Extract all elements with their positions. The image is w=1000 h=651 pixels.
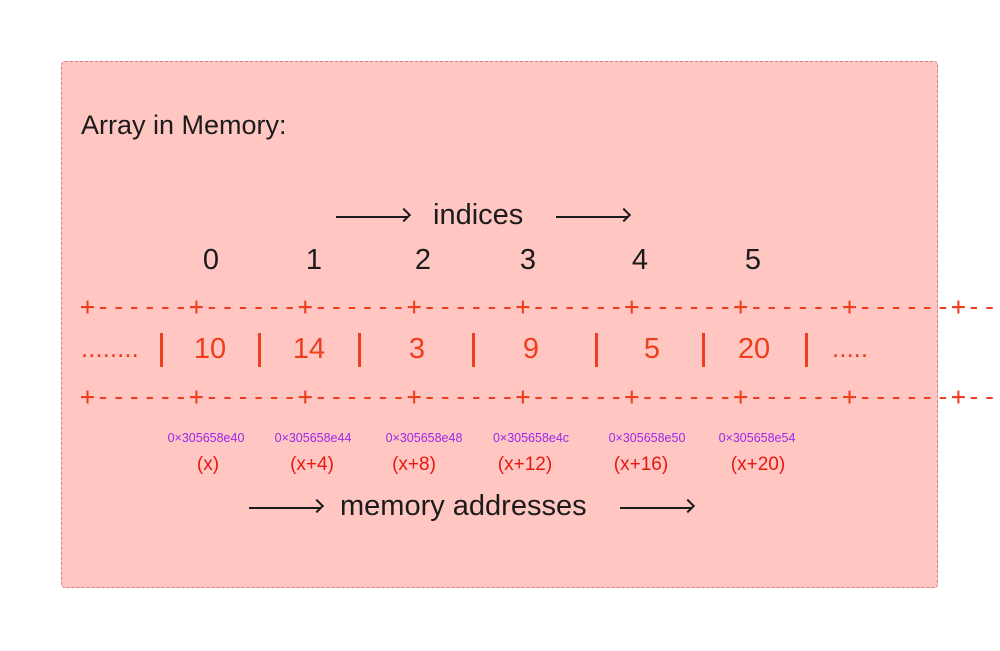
memory-left-arrow-icon xyxy=(249,507,321,509)
cell-value-4: 5 xyxy=(643,333,661,365)
memory-right-arrow-icon xyxy=(620,507,692,509)
left-ellipsis: ........ xyxy=(81,333,139,363)
cell-separator xyxy=(472,333,475,367)
indices-right-arrow-icon xyxy=(556,216,628,218)
cell-separator xyxy=(595,333,598,367)
array-top-border: +------+------+------+------+------+----… xyxy=(80,292,998,321)
memory-address-2: 0×305658e48 xyxy=(385,431,463,445)
cell-separator xyxy=(358,333,361,367)
cell-value-0: 10 xyxy=(193,333,227,365)
index-2: 2 xyxy=(414,244,432,276)
right-ellipsis: ..... xyxy=(832,333,869,363)
array-memory-panel xyxy=(61,61,938,588)
cell-separator xyxy=(702,333,705,367)
array-bottom-border: +------+------+------+------+------+----… xyxy=(80,382,998,411)
memory-address-0: 0×305658e40 xyxy=(167,431,245,445)
diagram-title: Array in Memory: xyxy=(81,110,287,140)
memory-address-1: 0×305658e44 xyxy=(274,431,352,445)
memory-address-5: 0×305658e54 xyxy=(718,431,796,445)
cell-separator xyxy=(805,333,808,367)
index-3: 3 xyxy=(519,244,537,276)
cell-value-3: 9 xyxy=(522,333,540,365)
index-1: 1 xyxy=(305,244,323,276)
indices-label: indices xyxy=(433,199,524,231)
memory-address-4: 0×305658e50 xyxy=(608,431,686,445)
index-4: 4 xyxy=(631,244,649,276)
index-0: 0 xyxy=(202,244,220,276)
memory-address-3: 0×305658e4c xyxy=(492,431,570,445)
address-offset-1: (x+4) xyxy=(290,454,334,475)
cell-value-5: 20 xyxy=(737,333,771,365)
cell-separator xyxy=(160,333,163,367)
address-offset-5: (x+20) xyxy=(730,454,786,475)
index-5: 5 xyxy=(744,244,762,276)
cell-separator xyxy=(258,333,261,367)
memory-addresses-label: memory addresses xyxy=(340,490,587,522)
address-offset-2: (x+8) xyxy=(392,454,436,475)
address-offset-3: (x+12) xyxy=(497,454,553,475)
address-offset-0: (x) xyxy=(196,454,220,475)
address-offset-4: (x+16) xyxy=(613,454,669,475)
indices-left-arrow-icon xyxy=(336,216,408,218)
cell-value-2: 3 xyxy=(408,333,426,365)
cell-value-1: 14 xyxy=(292,333,326,365)
